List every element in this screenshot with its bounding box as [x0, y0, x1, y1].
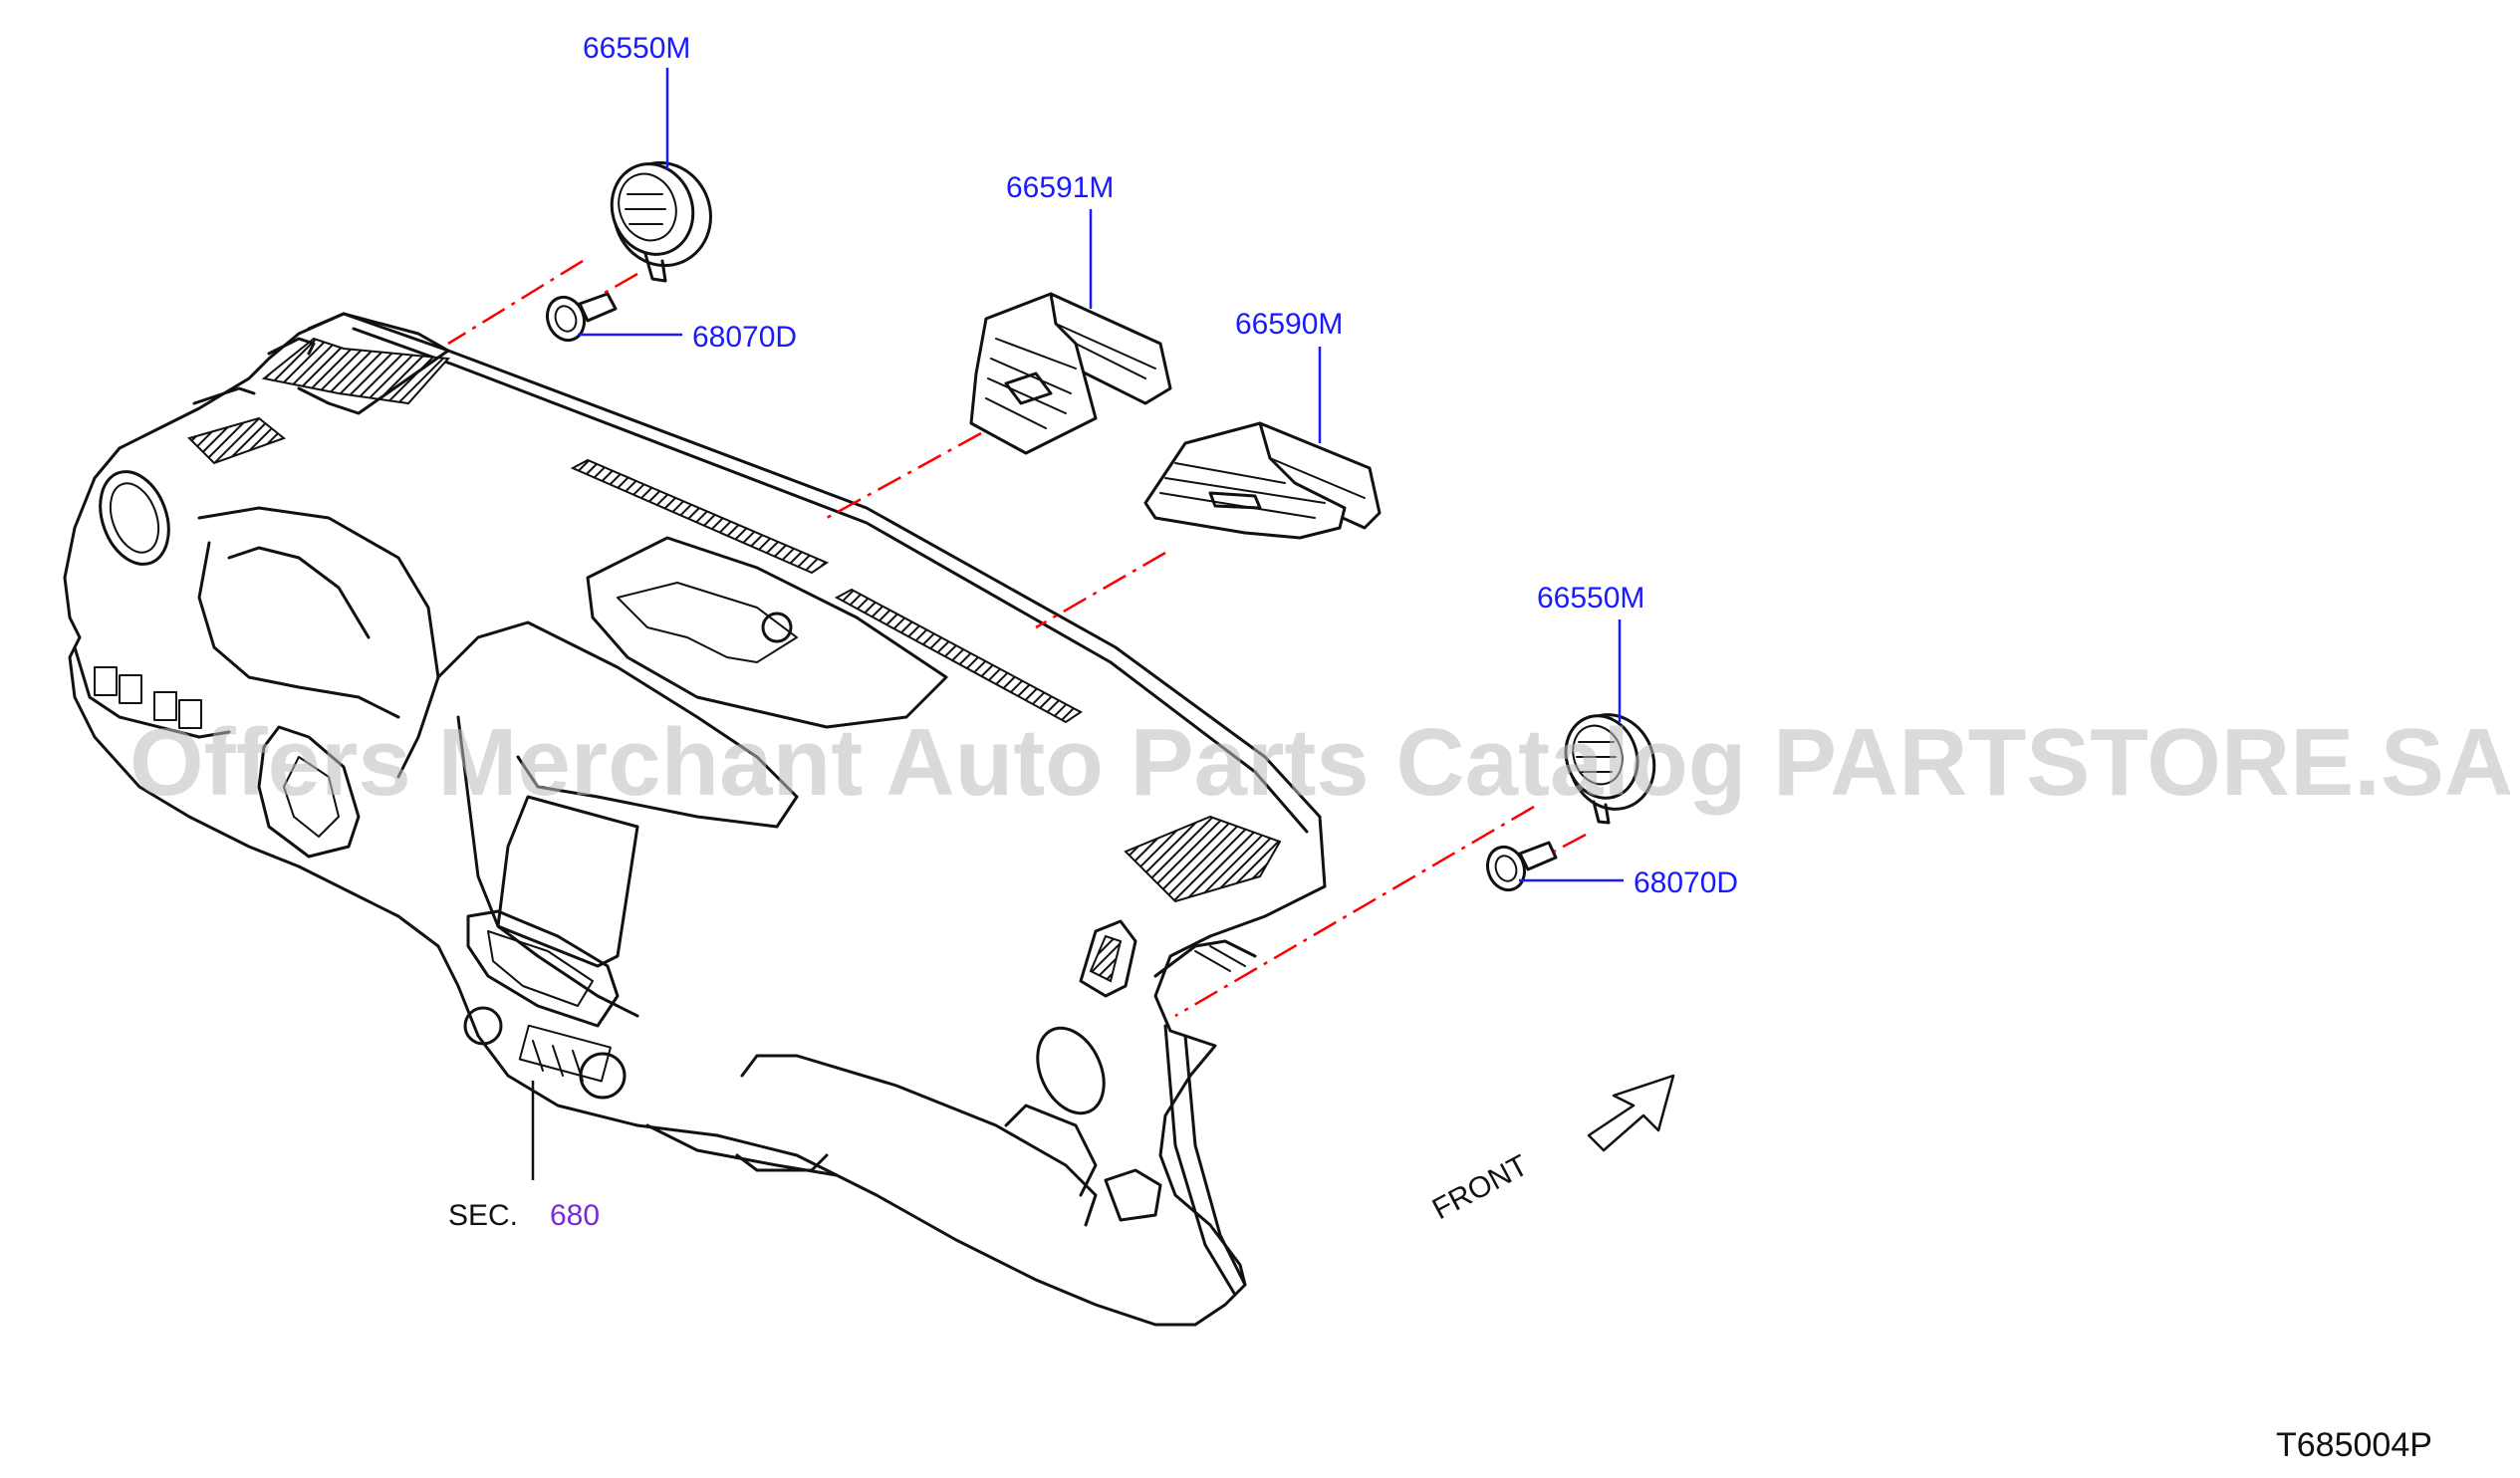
part-66591m[interactable] [969, 292, 1172, 455]
part-66590m[interactable] [1143, 421, 1382, 540]
part-66550m-lower[interactable] [1555, 703, 1667, 825]
part-68070d-lower[interactable] [1482, 841, 1558, 895]
callout-68070d-upper[interactable]: 68070D [692, 321, 797, 354]
callout-leaders [531, 68, 1624, 1180]
front-direction-indicator: FRONT [1427, 1074, 1675, 1227]
callout-66591m[interactable]: 66591M [1006, 171, 1114, 204]
front-label: FRONT [1427, 1149, 1534, 1227]
watermark-text: Offers Merchant Auto Parts Catalog PARTS… [129, 709, 2513, 816]
callout-68070d-lower[interactable]: 68070D [1634, 866, 1738, 899]
section-prefix: SEC. [448, 1199, 518, 1232]
part-68070d-upper[interactable] [542, 292, 618, 346]
front-arrow-icon [1587, 1074, 1675, 1152]
callout-66590m[interactable]: 66590M [1235, 308, 1343, 341]
instrument-panel-body [63, 312, 1327, 1327]
callout-66550m-upper[interactable]: 66550M [583, 32, 690, 65]
section-link-680[interactable]: 680 [550, 1199, 600, 1232]
assembly-guide-lines [447, 259, 1587, 1018]
part-66550m-upper[interactable] [600, 149, 725, 283]
callout-66550m-lower[interactable]: 66550M [1537, 582, 1644, 615]
diagram-code: T685004P [2276, 1426, 2432, 1464]
